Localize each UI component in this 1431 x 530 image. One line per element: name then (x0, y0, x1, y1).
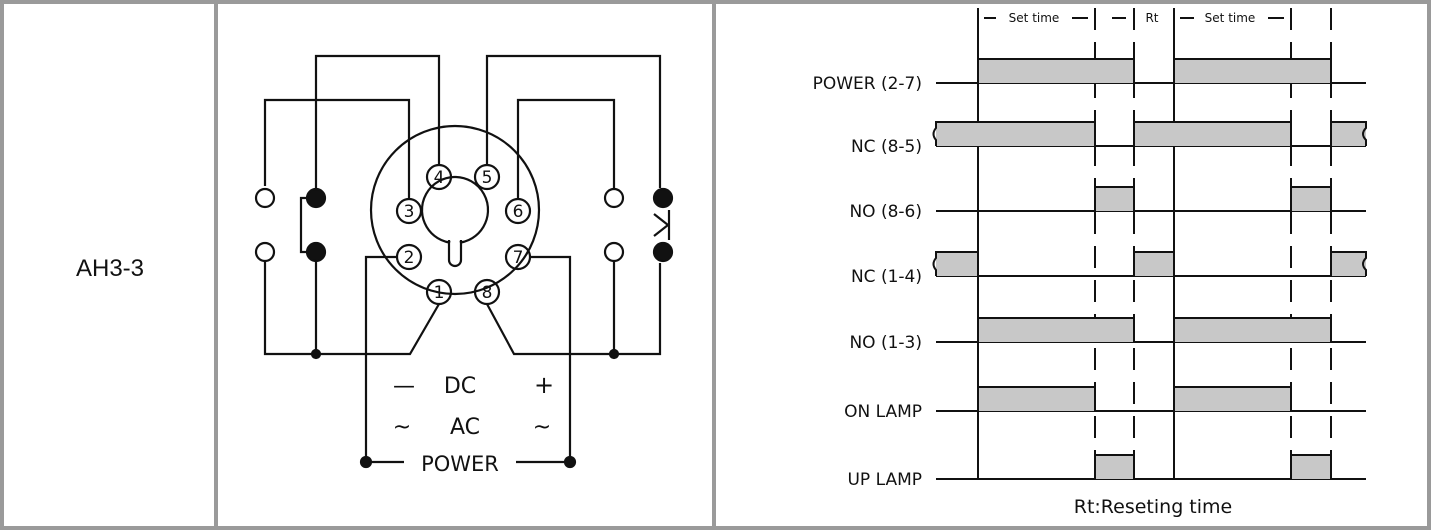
pin-5-label: 5 (482, 168, 493, 188)
pin-4-label: 4 (434, 168, 445, 188)
socket-outline (369, 124, 541, 296)
signal-3-pulse-1 (1134, 252, 1174, 276)
left-contact-open-top (254, 187, 276, 209)
signal-1-pulse-1-edge (1133, 121, 1292, 146)
signal-2-pulse-1-edge (1290, 186, 1332, 211)
signal-1-pulse-2 (1331, 122, 1366, 146)
header-set-time-1: Set time (1009, 11, 1060, 25)
header-set-time-2: Set time (1205, 11, 1256, 25)
signal-2-pulse-0-edge (1094, 186, 1135, 211)
power-legend: — DC + ~ AC ~ POWER (393, 371, 554, 476)
wire-pin7-power (530, 255, 572, 462)
signal-3-pulse-1-edge (1133, 251, 1175, 276)
wire-pin5 (485, 54, 662, 188)
left-contact-closed-top (305, 187, 327, 209)
signal-0-pulse-0-edge (977, 58, 1135, 83)
wire-pin8-common (486, 263, 662, 356)
signal-label-0: POWER (2-7) (813, 74, 922, 94)
pin-3-label: 3 (404, 202, 415, 222)
signal-1-pulse-0 (936, 122, 1095, 146)
wire-pin6 (516, 98, 616, 199)
signal-6-pulse-0-edge (1094, 454, 1135, 479)
signal-5-pulse-1 (1174, 387, 1291, 411)
signal-0-pulse-1-edge (1173, 58, 1332, 83)
signal-3-pulse-0-edge (932, 251, 979, 276)
signal-3-pulse-0 (936, 252, 978, 276)
signal-5-pulse-0 (978, 387, 1095, 411)
signal-0-pulse-1 (1174, 59, 1331, 83)
signal-4-pulse-1 (1174, 318, 1331, 342)
wiring-diagram (254, 54, 674, 469)
pin-1-label: 1 (434, 283, 445, 303)
dc-minus-sign: — (393, 374, 415, 399)
pin-6-label: 6 (513, 202, 524, 222)
right-contact-open-bottom (603, 241, 625, 263)
power-label: POWER (421, 452, 499, 476)
power-terminal-left (359, 455, 373, 469)
signal-4-pulse-0-edge (977, 317, 1135, 342)
socket-key-notch (447, 240, 463, 268)
signal-1-pulse-1 (1134, 122, 1291, 146)
pin-numbers: 1 2 3 4 5 6 7 8 (404, 168, 524, 303)
timing-chart: POWER (2-7) NC (8-5) NO (8-6) NC (1-4) NO (1… (813, 8, 1367, 518)
signal-label-1: NC (8-5) (851, 137, 922, 157)
signal-3-pulse-2-edge (1330, 251, 1367, 276)
left-contact-closed-bottom (305, 241, 327, 263)
signal-2-pulse-0 (1095, 187, 1134, 211)
signal-6-pulse-0 (1095, 455, 1134, 479)
signal-1-pulse-2-edge (1330, 121, 1367, 146)
right-contact-closed-top (652, 187, 674, 209)
right-contact-closed-bottom (652, 241, 674, 263)
signal-3-pulse-2 (1331, 252, 1366, 276)
dc-label: DC (444, 374, 476, 399)
right-contact-arrow (653, 213, 670, 237)
pin-circles (395, 163, 532, 306)
signal-5-pulse-1-edge (1173, 386, 1292, 411)
signal-0-pulse-0 (978, 59, 1134, 83)
signal-label-3: NC (1-4) (851, 267, 922, 287)
junction-left (310, 348, 322, 360)
right-contact-open-top (603, 187, 625, 209)
signal-label-6: UP LAMP (847, 470, 922, 490)
signal-5-pulse-0-edge (977, 386, 1096, 411)
junction-right (608, 348, 620, 360)
signal-6-pulse-1-edge (1290, 454, 1332, 479)
ac-label: AC (450, 415, 480, 440)
left-contact-open-bottom (254, 241, 276, 263)
signal-1-pulse-0-edge (932, 121, 1096, 146)
header-rt: Rt (1145, 11, 1158, 25)
signal-6-pulse-1 (1291, 455, 1331, 479)
signal-label-4: NO (1-3) (849, 333, 922, 353)
ac-left-sign: ~ (393, 415, 411, 440)
wire-pin2-power (364, 255, 397, 462)
model-label: AH3-3 (76, 255, 144, 282)
signal-2-pulse-1 (1291, 187, 1331, 211)
wire-pin1-common (263, 262, 440, 356)
wire-pin4 (314, 54, 441, 190)
left-contact-bridge (299, 196, 307, 254)
pin-7-label: 7 (513, 248, 524, 268)
pin-8-label: 8 (482, 283, 493, 303)
ac-right-sign: ~ (533, 415, 551, 440)
wire-pin3 (263, 98, 411, 199)
signal-label-5: ON LAMP (844, 402, 922, 422)
dc-plus-sign: + (534, 371, 554, 399)
pin-2-label: 2 (404, 248, 415, 268)
power-terminal-right (563, 455, 577, 469)
footnote: Rt:Reseting time (1074, 496, 1232, 518)
signal-4-pulse-0 (978, 318, 1134, 342)
signal-label-2: NO (8-6) (849, 202, 922, 222)
signal-4-pulse-1-edge (1173, 317, 1332, 342)
